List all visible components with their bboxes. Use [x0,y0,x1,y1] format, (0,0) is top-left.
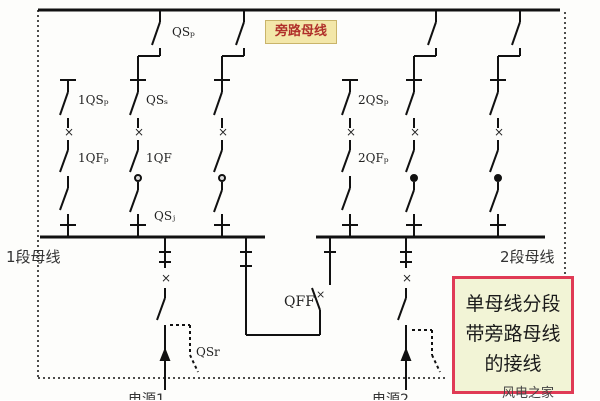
title-line-2: 带旁路母线 [465,323,561,345]
label-qsb: QSₛ [146,93,168,107]
section-breaker: × [240,237,336,336]
svg-text:×: × [316,288,325,301]
svg-text:×: × [218,125,228,139]
source-2-branch: × [397,237,441,390]
label-qff: QFF [284,294,315,310]
label-1qsp: 1QSₚ [78,93,109,107]
label-1qf: 1QF [146,151,172,165]
title-box: 单母线分段 带旁路母线 的接线 [452,276,574,394]
svg-text:×: × [402,271,412,285]
label-2qsp: 2QSₚ [358,93,389,107]
bypass-switch-3 [414,10,437,57]
bus1-label: 1段母线 [6,248,61,266]
svg-text:×: × [346,125,356,139]
title-line-3: 的接线 [484,353,542,375]
bypass-bus-label: 旁路母线 [265,20,337,44]
svg-text:×: × [410,125,420,139]
feeder-column-3: × [213,56,230,236]
label-qs-lower: QSⱼ [154,209,175,223]
svg-text:×: × [134,125,144,139]
source2-label: 电源2 [372,392,409,400]
svg-text:×: × [494,125,504,139]
feeder-column-6: × [489,56,506,236]
title-line-1: 单母线分段 [465,293,561,315]
bus2-label: 2段母线 [500,248,555,266]
label-2qfp: 2QFₚ [358,151,389,165]
source-1-branch: × [156,237,199,390]
feeder-column-1: × [59,79,76,236]
bypass-switch-2 [222,10,245,57]
label-qsr: QSr [196,345,220,359]
feeder-column-5: × [405,56,422,236]
feeder-column-4: × [341,79,358,236]
feeder-column-2: × [129,56,146,236]
label-1qfp: 1QFₚ [78,151,109,165]
svg-text:×: × [161,271,171,285]
svg-text:×: × [64,125,74,139]
bypass-switch-1 [138,10,161,57]
watermark: 风电之家 [502,386,555,401]
label-qsp: QSₚ [172,25,195,39]
bypass-switch-4 [498,10,521,57]
source1-label: 电源1 [128,392,165,400]
